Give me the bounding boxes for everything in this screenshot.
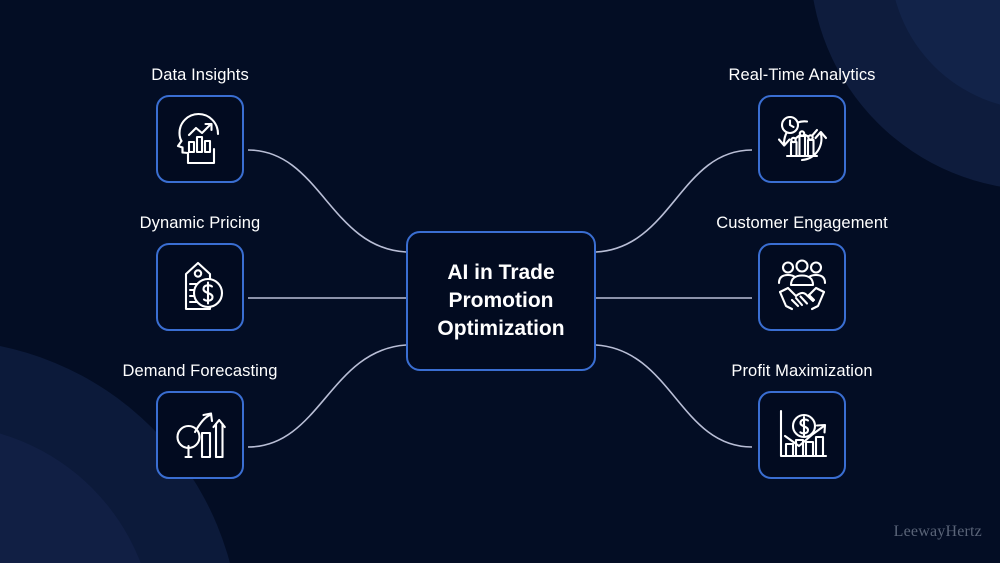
refresh-clock-bar-chart-icon bbox=[777, 115, 828, 162]
connector-data-insights bbox=[247, 149, 407, 253]
connector-demand-forecasting bbox=[247, 344, 407, 448]
icon-box-data-insights[interactable] bbox=[156, 95, 244, 183]
icon-box-profit-maximization[interactable] bbox=[758, 391, 846, 479]
people-handshake-icon bbox=[777, 259, 827, 311]
connector-real-time-analytics bbox=[595, 149, 753, 253]
profit-chart-dollar-arrow-icon bbox=[779, 409, 828, 458]
node-label-profit-maximization: Profit Maximization bbox=[731, 362, 873, 380]
price-tag-dollar-coin-icon bbox=[184, 261, 224, 311]
deco-arc-top-right-inner bbox=[895, 0, 1000, 105]
icon-box-real-time-analytics[interactable] bbox=[758, 95, 846, 183]
node-profit-maximization[interactable]: Profit Maximization bbox=[700, 362, 904, 479]
icon-box-dynamic-pricing[interactable] bbox=[156, 243, 244, 331]
center-title: AI in Trade Promotion Optimization bbox=[437, 261, 565, 340]
deco-arc-bottom-left-inner bbox=[0, 433, 141, 563]
node-customer-engagement[interactable]: Customer Engagement bbox=[690, 214, 914, 331]
head-bar-chart-arrow-icon bbox=[176, 112, 220, 165]
node-data-insights[interactable]: Data Insights bbox=[112, 66, 288, 183]
icon-box-demand-forecasting[interactable] bbox=[156, 391, 244, 479]
magnifier-bars-up-arrow-icon bbox=[176, 412, 226, 459]
center-node[interactable]: AI in Trade Promotion Optimization bbox=[406, 231, 596, 371]
connector-profit-maximization bbox=[595, 344, 753, 448]
node-label-customer-engagement: Customer Engagement bbox=[716, 214, 888, 232]
node-dynamic-pricing[interactable]: Dynamic Pricing bbox=[112, 214, 288, 331]
node-label-real-time-analytics: Real-Time Analytics bbox=[728, 66, 876, 84]
node-label-data-insights: Data Insights bbox=[151, 66, 249, 84]
icon-box-customer-engagement[interactable] bbox=[758, 243, 846, 331]
node-demand-forecasting[interactable]: Demand Forecasting bbox=[100, 362, 300, 479]
node-real-time-analytics[interactable]: Real-Time Analytics bbox=[700, 66, 904, 183]
node-label-dynamic-pricing: Dynamic Pricing bbox=[139, 214, 261, 232]
watermark: LeewayHertz bbox=[893, 523, 982, 540]
node-label-demand-forecasting: Demand Forecasting bbox=[122, 362, 278, 380]
